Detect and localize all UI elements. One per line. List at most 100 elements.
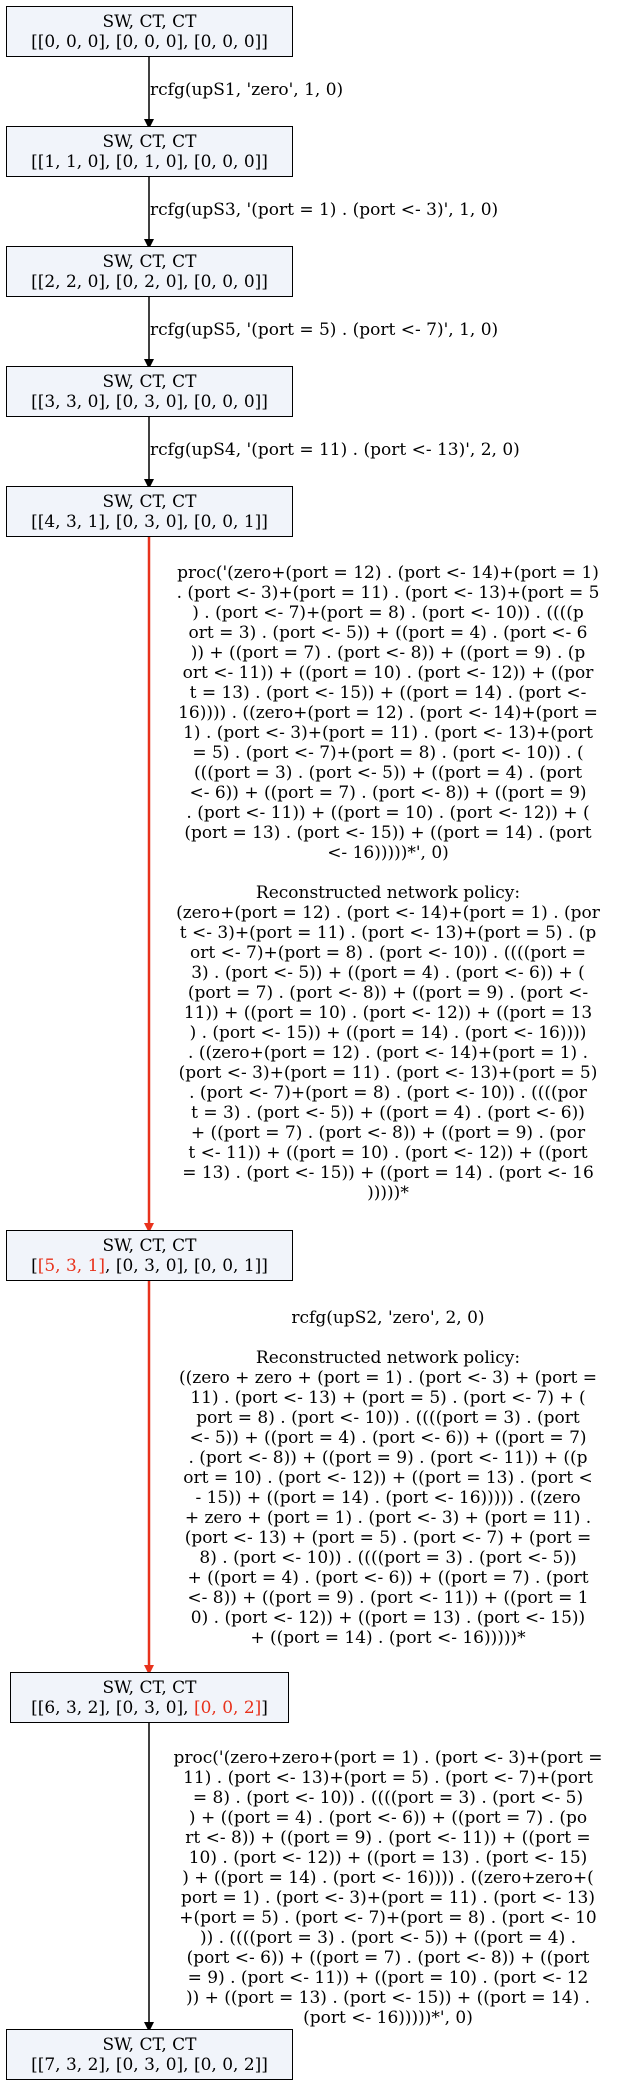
node-state: [[3, 3, 0], [0, 3, 0], [0, 0, 0]] xyxy=(31,392,268,412)
edge-label-line: + ((port = 7) . (port <- 8)) + ((port = … xyxy=(190,1123,586,1143)
edge-label-line: (((port = 3) . (port <- 5)) + ((port = 4… xyxy=(193,763,583,783)
node-state-part: , [0, 3, 0], [0, 0, 1]] xyxy=(105,1256,268,1276)
edge-label-line: t <- 3)+(port = 11) . (port <- 13)+(port… xyxy=(179,923,597,943)
edge-label-line: ort <- 11)) + ((port = 10) . (port <- 12… xyxy=(182,663,594,683)
state-node-4: SW, CT, CT [[4, 3, 1], [0, 3, 0], [0, 0,… xyxy=(6,486,293,537)
edge-label-line: rt <- 8)) + ((port = 9) . (port <- 11)) … xyxy=(185,1828,591,1848)
node-title: SW, CT, CT xyxy=(102,1678,197,1698)
edge-label-line: 3) . (port <- 5)) + ((port = 4) . (port … xyxy=(191,963,585,983)
node-state: [[6, 3, 2], [0, 3, 0], [0, 0, 2]] xyxy=(11,1698,288,1718)
edge-label-line: + ((port = 4) . (port <- 6)) + ((port = … xyxy=(187,1568,589,1588)
edge-label-line xyxy=(148,863,628,883)
edge-label-line: . (port <- 7)+(port = 8) . (port <- 10))… xyxy=(189,1083,587,1103)
edge-label-line: ort = 10) . (port <- 12)) + ((port = 13)… xyxy=(183,1468,593,1488)
state-node-7: SW, CT, CT [[7, 3, 2], [0, 3, 0], [0, 0,… xyxy=(6,2029,293,2080)
edge-label-2: rcfg(upS5, '(port = 5) . (port <- 7)', 1… xyxy=(150,320,499,340)
state-node-6: SW, CT, CT [[6, 3, 2], [0, 3, 0], [0, 0,… xyxy=(10,1672,289,1723)
node-title: SW, CT, CT xyxy=(102,12,197,32)
edge-label-line: 16)))) . ((zero+(port = 12) . (port <- 1… xyxy=(178,703,598,723)
node-title: SW, CT, CT xyxy=(102,252,197,272)
edge-label-3: rcfg(upS4, '(port = 11) . (port <- 13)',… xyxy=(150,440,520,460)
edge-label-line: port = 1) . (port <- 3)+(port = 11) . (p… xyxy=(181,1888,595,1908)
edge-label-line: = 13) . (port <- 15)) + ((port = 14) . (… xyxy=(182,1163,594,1183)
edge-label-line: <- 6)) + ((port = 7) . (port <- 8)) + ((… xyxy=(189,783,587,803)
edge-label-line: (zero+(port = 12) . (port <- 14)+(port =… xyxy=(176,903,600,923)
edge-label-line: (port <- 13) + (port = 5) . (port <- 7) … xyxy=(184,1528,592,1548)
node-state-part: [[6, 3, 2], [0, 3, 0], xyxy=(31,1698,194,1718)
edge-label-line: t = 3) . (port <- 5)) + ((port = 4) . (p… xyxy=(191,1103,585,1123)
node-state-changed: [5, 3, 1] xyxy=(37,1256,106,1276)
edge-label-line: ((zero + zero + (port = 1) . (port <- 3)… xyxy=(179,1368,597,1388)
edge-label-line: 11) . (port <- 13) + (port = 5) . (port … xyxy=(190,1388,586,1408)
edge-label-line: ) + ((port = 14) . (port <- 16)))) . ((z… xyxy=(182,1868,594,1888)
node-state: [[4, 3, 1], [0, 3, 0], [0, 0, 1]] xyxy=(31,512,268,532)
node-title: SW, CT, CT xyxy=(102,492,197,512)
edge-label-line: 10) . (port <- 12)) + ((port = 13) . (po… xyxy=(188,1848,588,1868)
edge-label-line: . (port <- 3)+(port = 11) . (port <- 13)… xyxy=(176,583,600,603)
edge-label-line: (port = 7) . (port <- 8)) + ((port = 9) … xyxy=(187,983,589,1003)
state-node-1: SW, CT, CT [[1, 1, 0], [0, 1, 0], [0, 0,… xyxy=(6,126,293,177)
edge-label-line: t = 13) . (port <- 15)) + ((port = 14) .… xyxy=(189,683,587,703)
edge-label-line: )))))* xyxy=(367,1183,409,1203)
edge-label-line: Reconstructed network policy: xyxy=(255,1348,521,1368)
node-state: [[0, 0, 0], [0, 0, 0], [0, 0, 0]] xyxy=(31,32,268,52)
node-state-part: ] xyxy=(261,1698,268,1718)
edge-label-line: = 5) . (port <- 7)+(port = 8) . (port <-… xyxy=(192,743,584,763)
edge-label-line: ) + ((port = 4) . (port <- 6)) + ((port … xyxy=(188,1808,588,1828)
edge-label-line: <- 5)) + ((port = 4) . (port <- 6)) + ((… xyxy=(189,1428,587,1448)
node-state: [[5, 3, 1], [0, 3, 0], [0, 0, 1]] xyxy=(7,1256,292,1276)
node-state: [[1, 1, 0], [0, 1, 0], [0, 0, 0]] xyxy=(31,152,268,172)
edge-label-line: <- 8)) + ((port = 9) . (port <- 11)) + (… xyxy=(187,1588,589,1608)
node-state-changed: [0, 0, 2] xyxy=(193,1698,262,1718)
edge-label-line: - 15)) + ((port = 14) . (port <- 16)))))… xyxy=(195,1488,581,1508)
edge-label-line: ort <- 7)+(port = 8) . (port <- 10)) . (… xyxy=(190,943,586,963)
node-state: [[2, 2, 0], [0, 2, 0], [0, 0, 0]] xyxy=(31,272,268,292)
edge-label-line: )) . ((((port = 3) . (port <- 5)) + ((po… xyxy=(199,1928,577,1948)
edge-label-line: port = 8) . (port <- 10)) . ((((port = 3… xyxy=(196,1408,580,1428)
state-node-2: SW, CT, CT [[2, 2, 0], [0, 2, 0], [0, 0,… xyxy=(6,246,293,297)
node-state-part: [ xyxy=(31,1256,38,1276)
edge-label-6: proc('(zero+zero+(port = 1) . (port <- 3… xyxy=(148,1748,628,2028)
edge-label-line: 11)) + ((port = 10) . (port <- 12)) + ((… xyxy=(183,1003,593,1023)
edge-label-line: = 9) . (port <- 11)) + ((port = 10) . (p… xyxy=(187,1968,589,1988)
edge-label-line: + zero + (port = 1) . (port <- 3) + (por… xyxy=(184,1508,592,1528)
node-title: SW, CT, CT xyxy=(102,132,197,152)
edge-label-line: t <- 11)) + ((port = 10) . (port <- 12))… xyxy=(188,1143,588,1163)
node-title: SW, CT, CT xyxy=(102,1236,197,1256)
edge-label-line: 8) . (port <- 10)) . ((((port = 3) . (po… xyxy=(199,1548,577,1568)
node-title: SW, CT, CT xyxy=(102,372,197,392)
edge-label-0: rcfg(upS1, 'zero', 1, 0) xyxy=(150,80,344,100)
edge-label-line: )) + ((port = 7) . (port <- 8)) + ((port… xyxy=(190,643,586,663)
edge-label-line: = 8) . (port <- 10)) . ((((port = 3) . (… xyxy=(192,1788,584,1808)
edge-label-line: . (port <- 8)) + ((port = 9) . (port <- … xyxy=(188,1448,588,1468)
edge-label-line: proc('(zero+(port = 12) . (port <- 14)+(… xyxy=(177,563,599,583)
edge-label-line: (port <- 16)))))*', 0) xyxy=(303,2008,473,2028)
edge-label-line: + ((port = 14) . (port <- 16)))))* xyxy=(250,1628,526,1648)
edge-label-line: . ((zero+(port = 12) . (port <- 14)+(por… xyxy=(188,1043,588,1063)
edge-label-line: <- 16)))))*', 0) xyxy=(327,843,449,863)
edge-label-line: proc('(zero+zero+(port = 1) . (port <- 3… xyxy=(173,1748,603,1768)
node-state: [[7, 3, 2], [0, 3, 0], [0, 0, 2]] xyxy=(31,2055,268,2075)
state-node-5: SW, CT, CT [[5, 3, 1], [0, 3, 0], [0, 0,… xyxy=(6,1230,293,1281)
state-node-0: SW, CT, CT [[0, 0, 0], [0, 0, 0], [0, 0,… xyxy=(6,6,293,57)
edge-label-4: proc('(zero+(port = 12) . (port <- 14)+(… xyxy=(148,563,628,1203)
edge-label-line: (port <- 6)) + ((port = 7) . (port <- 8)… xyxy=(186,1948,590,1968)
edge-label-line: rcfg(upS2, 'zero', 2, 0) xyxy=(291,1308,485,1328)
node-title: SW, CT, CT xyxy=(102,2035,197,2055)
edge-label-5: rcfg(upS2, 'zero', 2, 0) Reconstructed ne… xyxy=(148,1308,628,1648)
edge-label-line: (port = 13) . (port <- 15)) + ((port = 1… xyxy=(184,823,592,843)
state-node-3: SW, CT, CT [[3, 3, 0], [0, 3, 0], [0, 0,… xyxy=(6,366,293,417)
edge-label-line xyxy=(148,1328,628,1348)
edge-label-line: 11) . (port <- 13)+(port = 5) . (port <-… xyxy=(183,1768,593,1788)
edge-label-line: . (port <- 11)) + ((port = 10) . (port <… xyxy=(186,803,590,823)
edge-label-line: 1) . (port <- 3)+(port = 11) . (port <- … xyxy=(183,723,593,743)
edge-label-line: ) . (port <- 15)) + ((port = 14) . (port… xyxy=(189,1023,587,1043)
edge-label-line: ) . (port <- 7)+(port = 8) . (port <- 10… xyxy=(192,603,584,623)
edge-label-line: ort = 3) . (port <- 5)) + ((port = 4) . … xyxy=(188,623,588,643)
edge-label-line: +(port = 5) . (port <- 7)+(port = 8) . (… xyxy=(179,1908,597,1928)
edge-label-line: (port <- 3)+(port = 11) . (port <- 13)+(… xyxy=(178,1063,598,1083)
edge-label-line: 0) . (port <- 12)) + ((port = 13) . (por… xyxy=(190,1608,586,1628)
edge-label-line: Reconstructed network policy: xyxy=(255,883,521,903)
edge-label-line: )) + ((port = 13) . (port <- 15)) + ((po… xyxy=(185,1988,591,2008)
